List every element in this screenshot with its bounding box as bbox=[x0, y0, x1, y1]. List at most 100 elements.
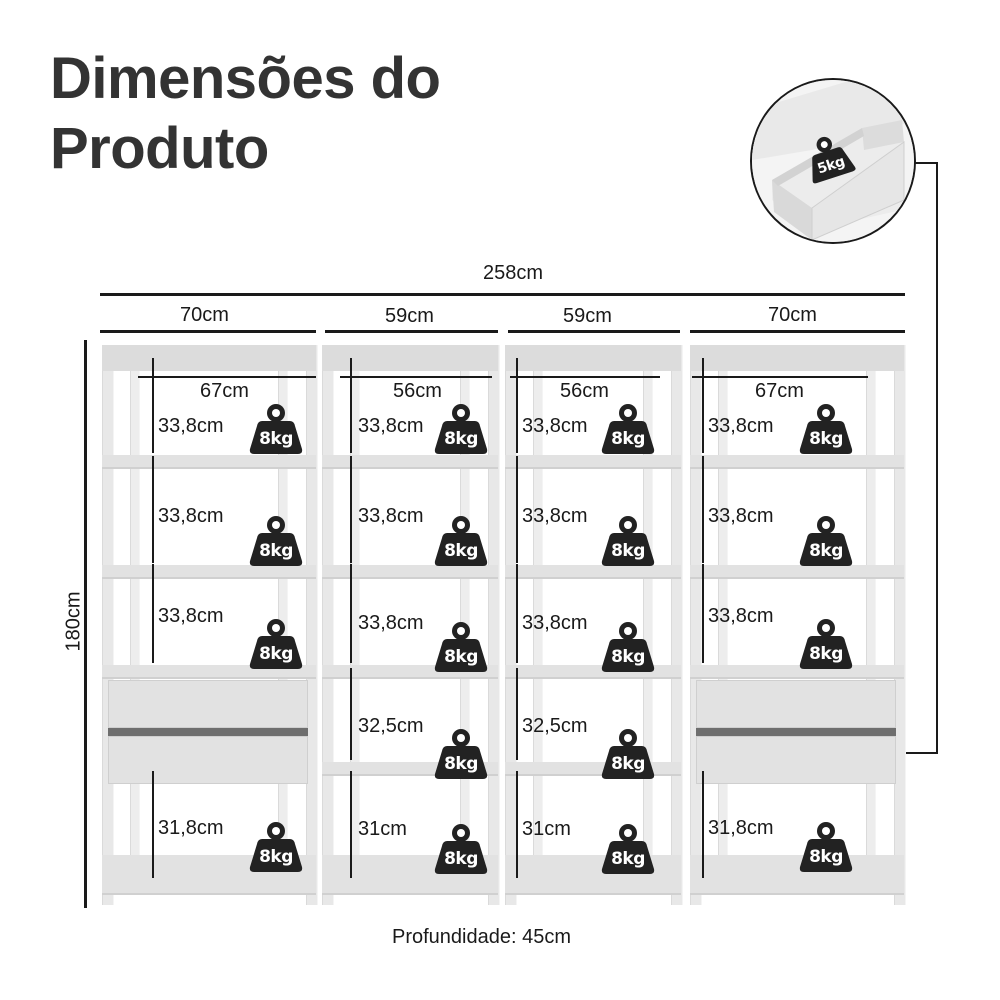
drawer bbox=[696, 736, 896, 784]
compartment-height-line bbox=[350, 456, 352, 563]
compartment-height-line bbox=[350, 771, 352, 878]
frame-post bbox=[322, 345, 334, 905]
frame-post-back bbox=[866, 368, 876, 883]
top-board bbox=[322, 345, 498, 371]
open-drawer-illustration bbox=[752, 80, 914, 242]
weight-icon: 8kg bbox=[433, 618, 489, 674]
compartment-height-line bbox=[152, 358, 154, 453]
weight-label: 8kg bbox=[444, 541, 478, 561]
weight-icon: 8kg bbox=[798, 512, 854, 568]
module-3-width-label: 59cm bbox=[563, 305, 612, 327]
drawer bbox=[108, 736, 308, 784]
total-height-label: 180cm bbox=[62, 591, 85, 652]
compartment-height-line bbox=[702, 358, 704, 453]
title-line-1: Dimensões do bbox=[50, 46, 441, 111]
frame-post-back bbox=[130, 368, 140, 883]
module-2-width-line bbox=[325, 330, 498, 333]
weight-icon: 8kg bbox=[248, 615, 304, 671]
weight-label: 8kg bbox=[444, 429, 478, 449]
compartment-height-label: 31cm bbox=[522, 818, 571, 840]
shelf-board bbox=[690, 565, 904, 579]
frame-post bbox=[488, 345, 500, 905]
compartment-height-label: 33,8cm bbox=[358, 612, 424, 634]
compartment-height-line bbox=[152, 771, 154, 878]
weight-label: 8kg bbox=[611, 754, 645, 774]
weight-icon: 8kg bbox=[798, 400, 854, 456]
weight-icon: 8kg bbox=[600, 400, 656, 456]
weight-label: 8kg bbox=[611, 429, 645, 449]
compartment-height-line bbox=[516, 358, 518, 453]
weight-icon: 8kg bbox=[798, 818, 854, 874]
weight-label: 8kg bbox=[809, 847, 843, 867]
module-1-width-label: 70cm bbox=[180, 304, 229, 326]
shelf-board bbox=[102, 565, 316, 579]
frame-post bbox=[306, 345, 318, 905]
shelf-board bbox=[690, 665, 904, 679]
total-width-line bbox=[100, 293, 905, 296]
module-4-width-label: 70cm bbox=[768, 304, 817, 326]
frame-post-back bbox=[718, 368, 728, 883]
shelf-board bbox=[505, 565, 681, 579]
weight-label: 8kg bbox=[611, 647, 645, 667]
inner-width-label: 56cm bbox=[560, 380, 609, 402]
frame-post-back bbox=[643, 368, 653, 883]
module-3-width-line bbox=[508, 330, 680, 333]
module-4-width-line bbox=[690, 330, 905, 333]
weight-icon: 5kg bbox=[798, 126, 858, 186]
compartment-height-line bbox=[702, 564, 704, 663]
shelf-board bbox=[690, 855, 904, 895]
compartment-height-line bbox=[350, 358, 352, 453]
total-height-line bbox=[84, 340, 87, 908]
inner-width-line bbox=[340, 376, 492, 378]
connector-line bbox=[936, 162, 938, 754]
frame-post bbox=[690, 345, 702, 905]
drawer bbox=[108, 680, 308, 728]
compartment-height-line bbox=[516, 668, 518, 760]
compartment-height-line bbox=[152, 564, 154, 663]
compartment-height-label: 33,8cm bbox=[522, 612, 588, 634]
inner-width-label: 56cm bbox=[393, 380, 442, 402]
weight-label: 8kg bbox=[259, 644, 293, 664]
weight-icon: 8kg bbox=[600, 820, 656, 876]
inner-width-line bbox=[138, 376, 316, 378]
compartment-height-label: 33,8cm bbox=[522, 505, 588, 527]
compartment-height-label: 32,5cm bbox=[358, 715, 424, 737]
compartment-height-line bbox=[516, 771, 518, 878]
compartment-height-line bbox=[702, 771, 704, 878]
top-board bbox=[102, 345, 316, 371]
depth-label: Profundidade: 45cm bbox=[392, 926, 572, 948]
frame-post bbox=[894, 345, 906, 905]
frame-post bbox=[102, 345, 114, 905]
compartment-height-label: 33,8cm bbox=[708, 505, 774, 527]
inner-width-label: 67cm bbox=[755, 380, 804, 402]
compartment-height-label: 33,8cm bbox=[708, 605, 774, 627]
compartment-height-line bbox=[350, 668, 352, 760]
compartment-height-label: 33,8cm bbox=[522, 415, 588, 437]
weight-label: 8kg bbox=[444, 849, 478, 869]
module-1-width-line bbox=[100, 330, 316, 333]
compartment-height-label: 31cm bbox=[358, 818, 407, 840]
inner-width-line bbox=[510, 376, 660, 378]
weight-icon: 8kg bbox=[798, 615, 854, 671]
page-title: Dimensões do Produto bbox=[50, 44, 441, 184]
top-board bbox=[690, 345, 904, 371]
compartment-height-label: 33,8cm bbox=[158, 415, 224, 437]
compartment-height-label: 31,8cm bbox=[708, 817, 774, 839]
module-2-width-label: 59cm bbox=[385, 305, 434, 327]
shelf-board bbox=[690, 455, 904, 469]
weight-icon: 8kg bbox=[600, 725, 656, 781]
weight-label: 8kg bbox=[809, 541, 843, 561]
weight-label: 8kg bbox=[444, 754, 478, 774]
compartment-height-label: 33,8cm bbox=[158, 605, 224, 627]
total-width-label: 258cm bbox=[483, 262, 544, 284]
compartment-height-line bbox=[350, 564, 352, 663]
shelf-board bbox=[322, 455, 498, 469]
weight-label: 8kg bbox=[611, 849, 645, 869]
drawer bbox=[696, 680, 896, 728]
frame-post-back bbox=[533, 368, 543, 883]
weight-label: 8kg bbox=[259, 847, 293, 867]
inner-width-line bbox=[692, 376, 868, 378]
weight-icon: 8kg bbox=[248, 818, 304, 874]
shelf-board bbox=[102, 455, 316, 469]
weight-label: 8kg bbox=[259, 429, 293, 449]
